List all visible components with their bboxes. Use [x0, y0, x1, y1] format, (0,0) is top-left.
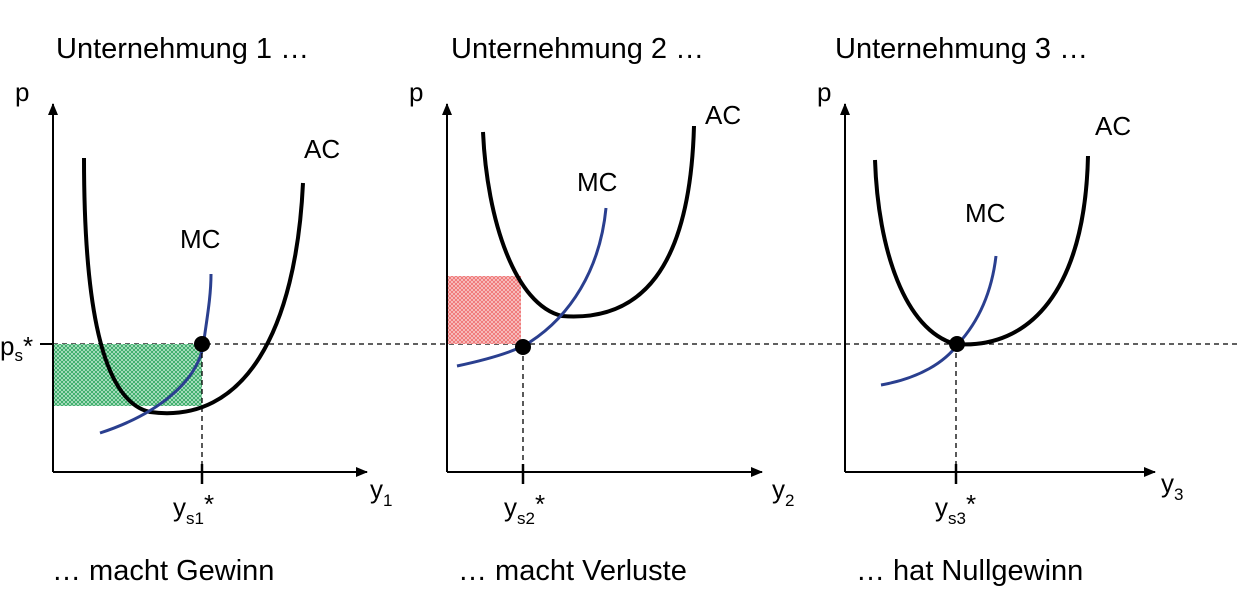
panel-caption: … macht Gewinn — [52, 555, 274, 587]
profit-area — [53, 344, 202, 406]
panel-firm-2: Unternehmung 2 … p y2 AC MC ys2* … macht… — [409, 33, 794, 587]
panel-title: Unternehmung 3 … — [835, 33, 1088, 65]
equilibrium-point — [194, 336, 210, 352]
ac-label: AC — [304, 134, 340, 164]
panel-title: Unternehmung 2 … — [451, 33, 704, 65]
mc-curve — [456, 207, 608, 368]
x-axis-label: y1 — [370, 474, 392, 510]
loss-area — [447, 276, 521, 344]
panel-firm-3: Unternehmung 3 … p y3 AC MC ys3* … hat N… — [817, 33, 1183, 587]
equilibrium-point — [515, 339, 531, 355]
ac-curve — [873, 155, 1090, 347]
panel-firm-1: Unternehmung 1 … p y1 AC MC ys1* … macht… — [15, 33, 392, 587]
mc-label: MC — [965, 198, 1005, 228]
x-axis-label: y2 — [772, 474, 794, 510]
mc-label: MC — [180, 224, 220, 254]
equilibrium-point — [949, 336, 965, 352]
ac-label: AC — [705, 100, 741, 130]
equilibrium-quantity-label: ys3* — [935, 489, 976, 528]
mc-curve — [880, 255, 998, 387]
ac-label: AC — [1095, 111, 1131, 141]
price-level-label: ps* — [0, 331, 33, 365]
y-axis-label: p — [409, 77, 423, 107]
equilibrium-quantity-label: ys2* — [504, 489, 545, 528]
y-axis-label: p — [817, 77, 831, 107]
mc-label: MC — [577, 167, 617, 197]
equilibrium-quantity-label: ys1* — [173, 489, 214, 528]
panel-title: Unternehmung 1 … — [56, 33, 309, 65]
y-axis-label: p — [15, 77, 29, 107]
panel-caption: … hat Nullgewinn — [856, 555, 1083, 587]
panel-caption: … macht Verluste — [458, 555, 687, 587]
x-axis-label: y3 — [1161, 468, 1183, 504]
